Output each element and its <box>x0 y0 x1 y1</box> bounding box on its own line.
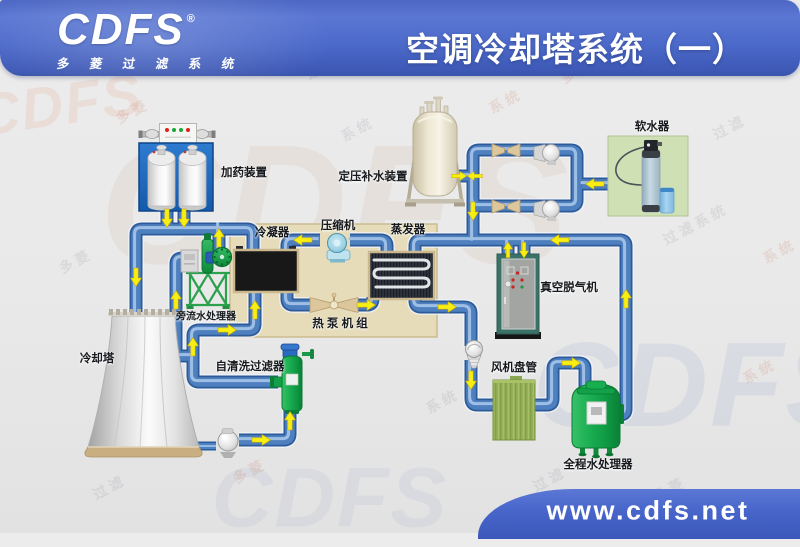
reducer-bottom <box>491 199 521 214</box>
label-sidestream-water-processor: 旁流水处理器 <box>176 311 236 323</box>
label-compressor: 压缩机 <box>320 220 356 232</box>
water-softener <box>607 135 689 217</box>
system-diagram <box>84 96 689 459</box>
header-banner: CDFS® 多 菱 过 滤 系 统 空调冷却塔系统（一） <box>0 0 800 76</box>
logo: CDFS® 多 菱 过 滤 系 统 <box>55 5 244 72</box>
label-condenser: 冷凝器 <box>254 227 290 239</box>
label-dosing-device: 加药装置 <box>221 167 267 179</box>
pressure-makeup-tank <box>405 96 465 207</box>
expansion-valve <box>309 292 359 314</box>
footer-banner: www.cdfs.net <box>478 489 800 539</box>
self-cleaning-filter <box>270 343 314 414</box>
cooling-water-pump <box>217 428 239 458</box>
label-fan-coil-unit: 风机盘管 <box>491 362 537 374</box>
full-flow-water-processor <box>571 380 624 459</box>
label-self-cleaning-filter: 自清洗过滤器 <box>215 361 285 373</box>
sidestream-water-processor <box>180 233 233 309</box>
makeup-pumps <box>491 143 560 221</box>
label-evaporator: 蒸发器 <box>390 224 426 236</box>
logo-text: CDFS <box>57 5 185 54</box>
label-cooling-tower: 冷却塔 <box>79 353 115 365</box>
logo-subtitle: 多 菱 过 滤 系 统 <box>55 57 244 71</box>
label-vacuum-degasser: 真空脱气机 <box>540 282 598 294</box>
label-heat-pump-unit: 热 泵 机 组 <box>312 318 368 330</box>
dosing-device <box>138 123 216 212</box>
registered-mark-icon: ® <box>186 13 195 25</box>
air-separator <box>465 340 483 369</box>
page-title: 空调冷却塔系统（一） <box>406 31 746 68</box>
fan-coil-unit <box>492 376 536 441</box>
vacuum-degasser <box>495 253 541 339</box>
condenser <box>232 246 300 294</box>
cooling-tower <box>84 309 203 458</box>
label-full-flow-water-processor: 全程水处理器 <box>563 459 633 471</box>
reducer-top <box>491 143 521 158</box>
compressor <box>326 233 351 263</box>
watermark-logo: CDFS <box>211 450 449 545</box>
evaporator <box>367 250 436 301</box>
label-pressure-makeup-tank: 定压补水装置 <box>338 171 408 183</box>
pump-bottom <box>533 200 560 221</box>
pump-top <box>533 144 560 165</box>
label-water-softener: 软水器 <box>634 121 670 133</box>
website-url: www.cdfs.net <box>546 495 750 526</box>
